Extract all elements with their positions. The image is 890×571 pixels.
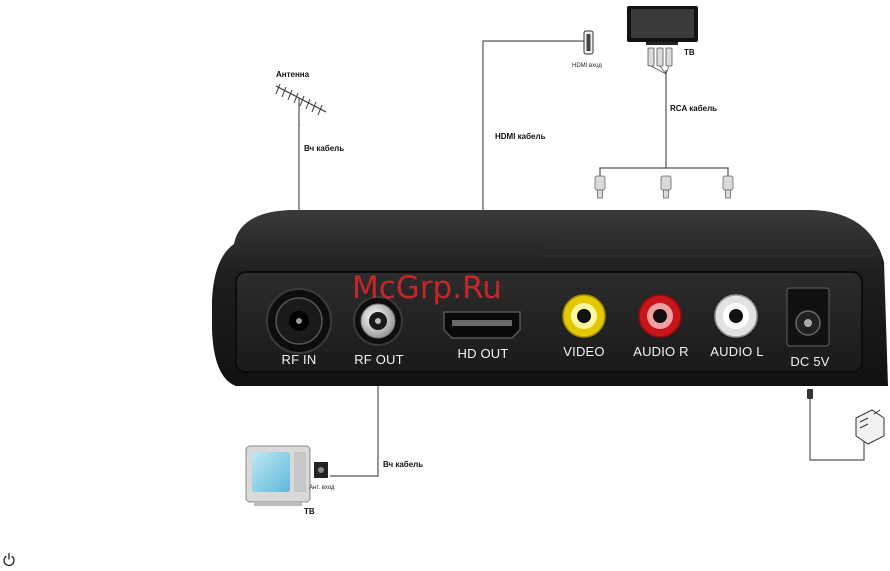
rca-cable-label: RCA кабель bbox=[670, 104, 717, 113]
hdmi-input-label: HDMI вход bbox=[572, 63, 602, 69]
rca-cable-split bbox=[600, 168, 728, 176]
dc-power-jack bbox=[787, 288, 829, 346]
crt-tv-icon bbox=[246, 446, 310, 506]
rf-in-port bbox=[267, 289, 331, 353]
video-jack bbox=[563, 295, 605, 337]
audio-l-jack bbox=[715, 295, 757, 337]
hdmi-cable-label: HDMI кабель bbox=[495, 132, 546, 141]
rca-plugs-icon bbox=[595, 176, 733, 198]
hd-out-label: HD OUT bbox=[457, 346, 508, 361]
video-label: VIDEO bbox=[563, 344, 604, 359]
dc-label: DC 5V bbox=[790, 354, 829, 369]
tv-top-label: ТВ bbox=[684, 48, 695, 57]
antenna-icon bbox=[276, 84, 326, 126]
antenna-socket-icon bbox=[314, 462, 328, 478]
flat-tv-icon bbox=[627, 6, 698, 45]
rf-cable-top-label: Вч кабель bbox=[304, 144, 344, 153]
antenna-label: Антенна bbox=[276, 70, 310, 79]
dc-plug-icon bbox=[807, 389, 813, 399]
rf-out-label: RF OUT bbox=[354, 352, 404, 367]
audio-r-jack bbox=[639, 295, 681, 337]
audio-r-label: AUDIO R bbox=[633, 344, 689, 359]
tv-bottom-label: ТВ bbox=[304, 507, 315, 516]
rf-in-label: RF IN bbox=[282, 352, 317, 367]
power-adapter-icon bbox=[856, 410, 884, 444]
hdmi-connector-icon bbox=[584, 31, 593, 54]
watermark-text: McGrp.Ru bbox=[352, 270, 502, 306]
rca-plugs-top-icon bbox=[648, 48, 672, 74]
audio-l-label: AUDIO L bbox=[710, 344, 763, 359]
power-icon bbox=[2, 552, 16, 568]
rf-cable-bottom-label: Вч кабель bbox=[383, 460, 423, 469]
ant-input-label: Ант. вход bbox=[309, 485, 335, 491]
hdmi-out-port bbox=[444, 312, 520, 338]
